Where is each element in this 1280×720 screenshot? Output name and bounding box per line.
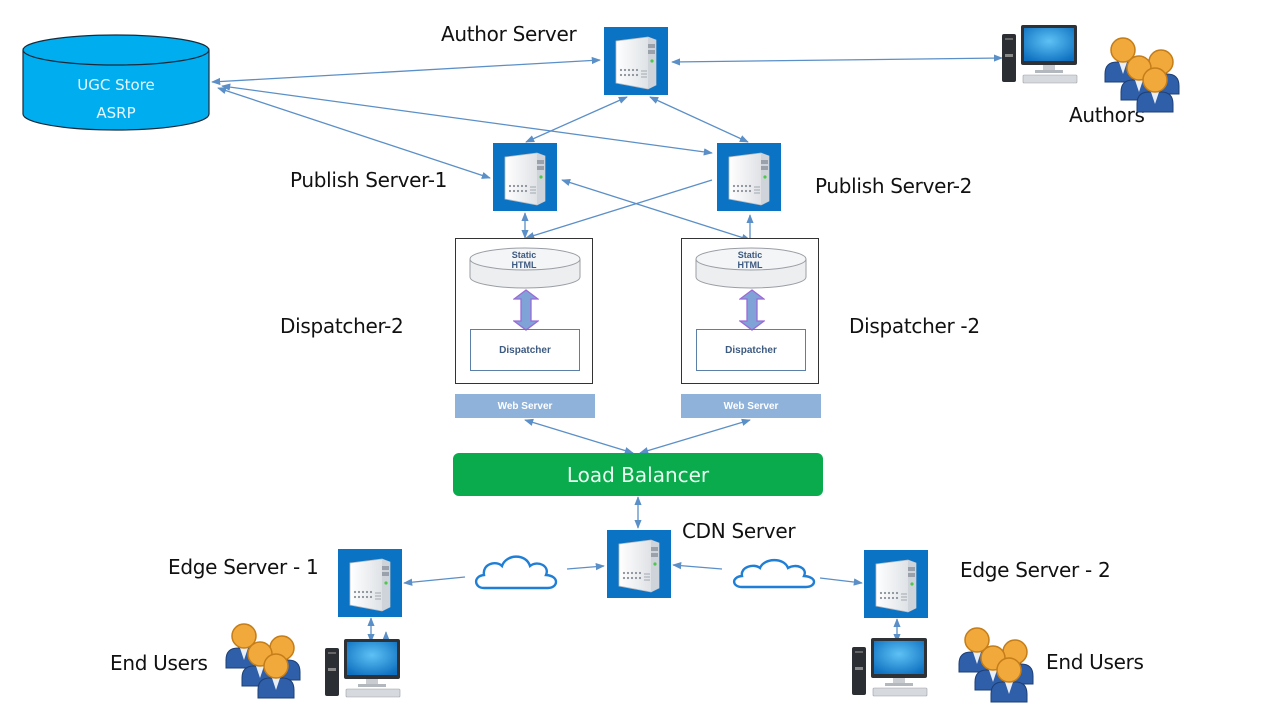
web-server-2[interactable]: Web Server bbox=[681, 394, 821, 418]
ugc-store-database bbox=[22, 34, 210, 131]
author-server-icon[interactable] bbox=[604, 27, 668, 95]
publish-server-1-icon[interactable] bbox=[493, 143, 557, 211]
static-html-cache-icon bbox=[469, 247, 581, 289]
publish-server-2-icon[interactable] bbox=[717, 143, 781, 211]
static-html-line2: HTML bbox=[511, 260, 537, 270]
load-balancer[interactable]: Load Balancer bbox=[453, 453, 823, 496]
dispatcher-unit-1: Static HTML Dispatcher bbox=[455, 238, 593, 384]
end-users-right-label: End Users bbox=[1046, 650, 1144, 674]
end-user-workstation-left-icon[interactable] bbox=[324, 638, 402, 700]
arrow-web1-lb bbox=[524, 418, 634, 455]
double-arrow-icon bbox=[513, 289, 539, 331]
arrow-cloud2-edge2 bbox=[819, 577, 863, 586]
dispatcher-right-label: Dispatcher -2 bbox=[849, 314, 980, 338]
static-html-line1: Static bbox=[511, 250, 537, 260]
static-html-cache-icon bbox=[695, 247, 807, 289]
dispatcher-unit-2: Static HTML Dispatcher bbox=[681, 238, 819, 384]
arrow-publish1-disp2 bbox=[561, 179, 751, 241]
authors-group-icon bbox=[1103, 36, 1181, 114]
authors-label: Authors bbox=[1069, 103, 1145, 127]
arrow-author-publish1 bbox=[525, 96, 628, 143]
cdn-server-icon[interactable] bbox=[607, 530, 671, 598]
arrow-cloud1-edge1 bbox=[403, 576, 466, 586]
arrow-cloud1-cdn bbox=[566, 563, 605, 571]
edge-server-2-icon[interactable] bbox=[864, 550, 928, 618]
ugc-store-sublabel: ASRP bbox=[96, 104, 136, 122]
dispatcher-module: Dispatcher bbox=[696, 329, 806, 371]
edge-server-2-label: Edge Server - 2 bbox=[960, 558, 1111, 582]
arrow-author-pc bbox=[671, 54, 1003, 66]
arrow-web2-lb bbox=[639, 418, 751, 455]
dispatcher-left-label: Dispatcher-2 bbox=[280, 314, 404, 338]
arrow-ugc-publish2 bbox=[221, 83, 713, 156]
end-users-left-label: End Users bbox=[110, 651, 208, 675]
end-users-right-group-icon bbox=[957, 626, 1035, 704]
web-server-1[interactable]: Web Server bbox=[455, 394, 595, 418]
authors-workstation-icon[interactable] bbox=[1001, 24, 1079, 86]
publish-server-2-label: Publish Server-2 bbox=[815, 174, 973, 198]
author-server-label: Author Server bbox=[441, 22, 577, 46]
arrow-cloud2-cdn bbox=[672, 562, 723, 570]
arrow-ugc-publish1 bbox=[217, 87, 491, 179]
edge-server-1-icon[interactable] bbox=[338, 549, 402, 617]
cdn-server-label: CDN Server bbox=[682, 519, 796, 543]
dispatcher-module: Dispatcher bbox=[470, 329, 580, 371]
cloud-icon-left bbox=[474, 555, 558, 590]
arrow-author-publish2 bbox=[649, 96, 749, 143]
ugc-store-label: UGC Store bbox=[77, 76, 155, 94]
end-users-left-group-icon bbox=[224, 622, 302, 700]
static-html-line2: HTML bbox=[737, 260, 763, 270]
end-user-workstation-right-icon[interactable] bbox=[851, 637, 929, 699]
static-html-line1: Static bbox=[737, 250, 763, 260]
arrow-ugc-author bbox=[211, 56, 601, 86]
cloud-icon-right bbox=[732, 558, 816, 589]
edge-server-1-label: Edge Server - 1 bbox=[168, 555, 319, 579]
double-arrow-icon bbox=[739, 289, 765, 331]
publish-server-1-label: Publish Server-1 bbox=[290, 168, 448, 192]
